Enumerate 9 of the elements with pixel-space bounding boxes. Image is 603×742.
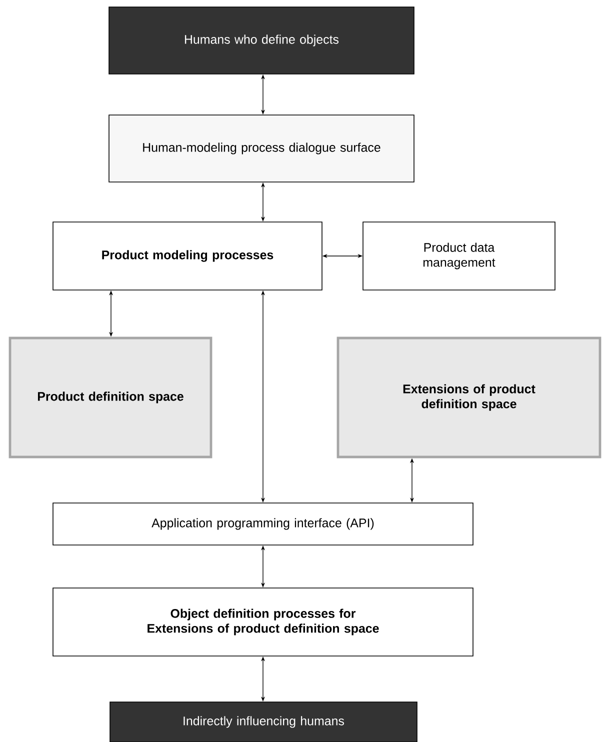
process-box: Human-modeling process dialogue surface bbox=[108, 114, 414, 182]
space-box: Extensions of product definition space bbox=[336, 336, 602, 458]
interface-box: Application programming interface (API) bbox=[52, 502, 474, 546]
actor-box: Indirectly influencing humans bbox=[110, 702, 418, 742]
process-box: Product data management bbox=[362, 222, 556, 290]
actor-box: Humans who define objects bbox=[108, 6, 414, 74]
process-box: Product modeling processes bbox=[52, 222, 322, 290]
space-box: Product definition space bbox=[8, 336, 212, 458]
process-box: Object definition processes for Extensions of product definition space bbox=[52, 588, 474, 656]
